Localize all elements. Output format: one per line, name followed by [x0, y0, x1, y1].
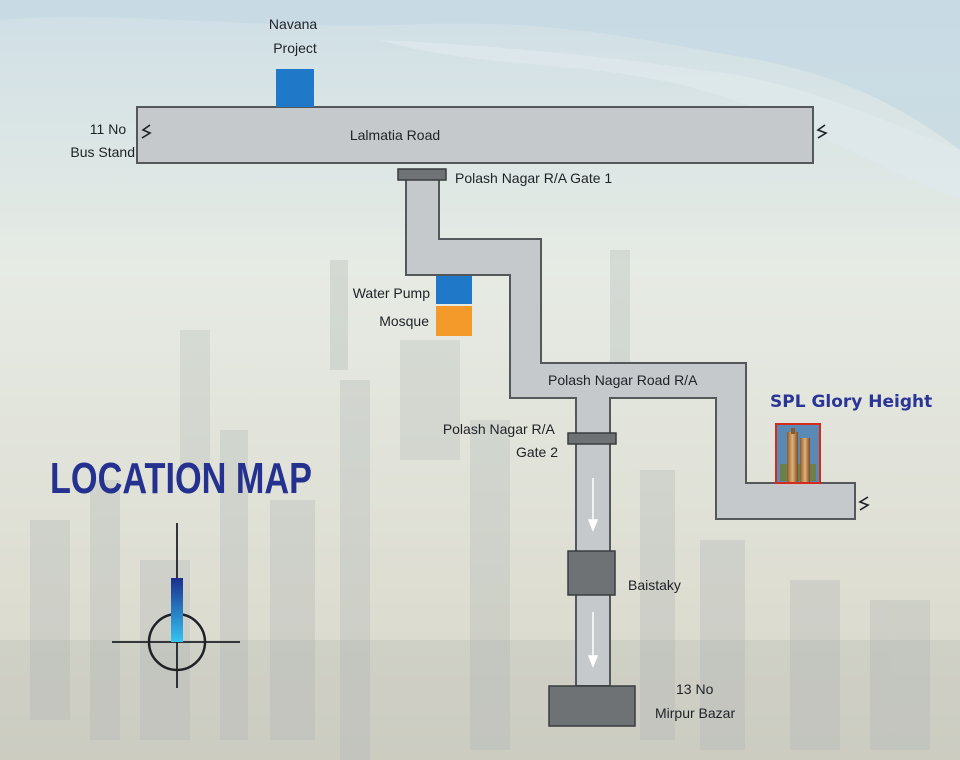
- road-break-icon: [816, 124, 828, 139]
- bus-stand-label: 11 No Bus Stand: [70, 121, 135, 160]
- road-direction-arrow-icon: [587, 478, 599, 533]
- gate2-label: Polash Nagar R/A Gate 2: [443, 421, 558, 460]
- water-pump-block: [436, 276, 472, 304]
- baistaky-block: [567, 550, 616, 596]
- navana-project-label: Navana Project: [269, 16, 321, 56]
- gate2-marker: [567, 432, 617, 445]
- road-direction-arrow-icon: [587, 612, 599, 669]
- mosque-block: [436, 306, 472, 336]
- mirpur-bazar-block: [548, 685, 636, 727]
- map-title: LOCATION MAP: [50, 454, 312, 503]
- water-pump-label: Water Pump: [353, 285, 430, 301]
- mosque-label: Mosque: [379, 313, 429, 329]
- road-break-icon: [858, 496, 870, 511]
- mirpur-bazar-label: 13 No Mirpur Bazar: [655, 681, 735, 721]
- project-name-label: SPL Glory Height: [770, 392, 932, 412]
- road-break-icon: [141, 124, 152, 139]
- polash-nagar-road-label: Polash Nagar Road R/A: [548, 372, 698, 388]
- building-photo-icon: [775, 423, 821, 484]
- compass-icon: [112, 523, 240, 688]
- navana-project-block: [276, 69, 314, 107]
- baistaky-label: Baistaky: [628, 577, 681, 593]
- gate1-marker: [397, 168, 447, 181]
- gate1-label: Polash Nagar R/A Gate 1: [455, 170, 612, 186]
- lalmatia-road-label: Lalmatia Road: [350, 127, 440, 143]
- lalmatia-road: [136, 106, 814, 164]
- polash-nagar-road: [405, 176, 856, 520]
